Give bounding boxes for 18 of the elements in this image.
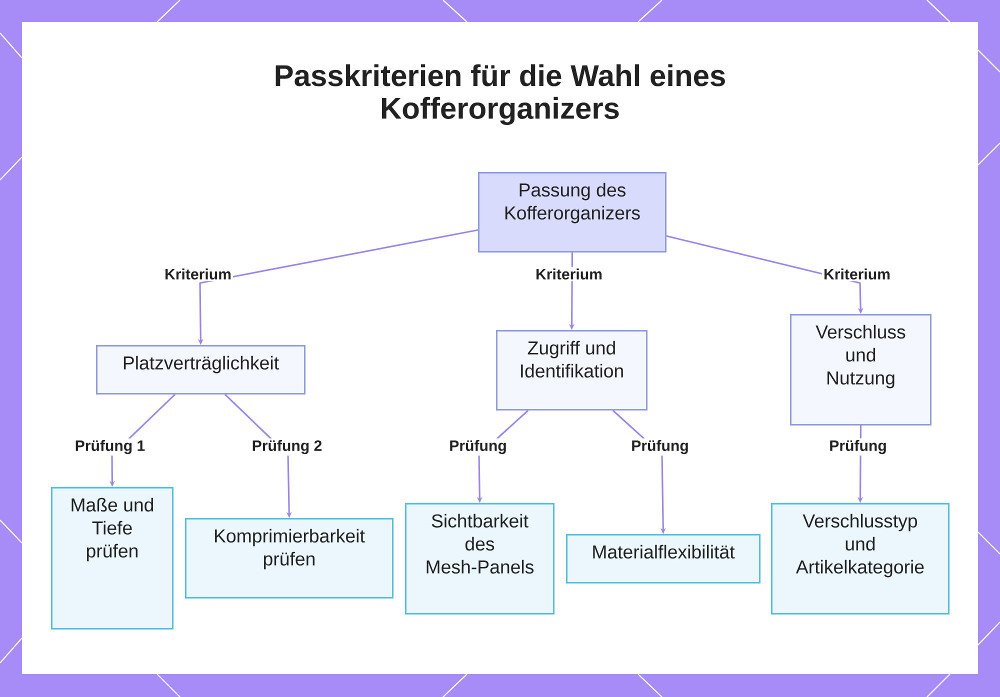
branch-box: Platzverträglichkeit <box>96 345 306 394</box>
leaf-box: Sichtbarkeit des Mesh-Panels <box>405 503 554 614</box>
edge-label: Prüfung <box>630 438 690 456</box>
leaf-box: Maße und Tiefe prüfen <box>51 487 174 630</box>
edge-label: Prüfung 1 <box>73 438 147 456</box>
edge-label: Kriterium <box>822 266 892 282</box>
title: Passkriterien für die Wahl eines Kofferorganizers <box>276 64 725 126</box>
leaf-box: Verschlusstyp und Artikelkategorie <box>771 503 950 614</box>
branch-box: Zugriff und Identifikation <box>496 330 648 410</box>
edge-label: Kriterium <box>162 266 234 282</box>
leaf-box: Komprimierbarkeit prüfen <box>185 518 394 598</box>
leaf-box: Materialflexibilität <box>566 534 760 584</box>
branch-box: Verschluss und Nutzung <box>790 314 932 426</box>
edge-label: Kriterium <box>534 266 604 282</box>
root-box: Passung des Kofferorganizers <box>478 172 666 252</box>
edge-label: Prüfung <box>828 438 888 456</box>
edge-label: Prüfung <box>448 438 508 456</box>
edge-label: Prüfung 2 <box>250 438 324 456</box>
